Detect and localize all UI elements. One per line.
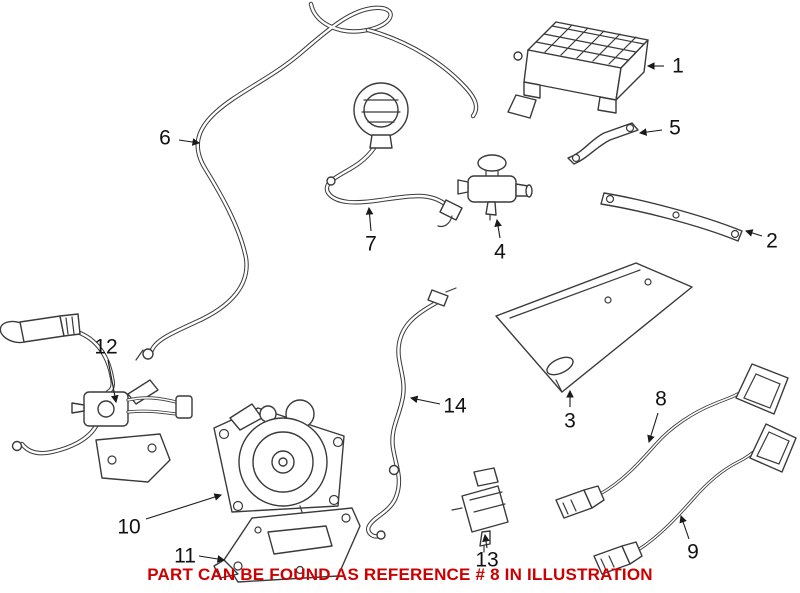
part-5-bracket (567, 122, 639, 165)
callout-10: 10 (117, 515, 141, 539)
callout-9: 9 (687, 540, 699, 564)
part-7-pump-hose (324, 82, 463, 228)
callout-5: 5 (669, 116, 681, 140)
reference-banner: PART CAN BE FOUND AS REFERENCE # 8 IN IL… (147, 565, 653, 584)
callout-8: 8 (655, 387, 667, 411)
part-9-oxygen-sensor (593, 423, 797, 575)
callout-13: 13 (475, 548, 499, 572)
part-11-mounting-plate (213, 507, 361, 583)
part-8-oxygen-sensor (555, 363, 789, 519)
callout-11: 11 (174, 544, 196, 568)
part-4-purge-valve (457, 154, 533, 221)
callout-12: 12 (94, 335, 118, 359)
part-3-heat-shield (495, 262, 693, 393)
callout-3: 3 (564, 409, 576, 433)
part-13-valve (451, 467, 509, 553)
callout-4: 4 (494, 240, 506, 264)
part-2-bracket (600, 192, 743, 242)
callout-6: 6 (159, 126, 171, 150)
leader-lines (107, 62, 763, 563)
part-10-pump-assembly (213, 399, 345, 519)
callout-7: 7 (365, 232, 377, 256)
callout-2: 2 (766, 229, 778, 253)
callout-1: 1 (672, 54, 684, 78)
callout-14: 14 (443, 394, 467, 418)
part-12-valve-assembly (0, 313, 193, 483)
part-1-evap-canister (507, 21, 649, 119)
part-6-vent-tube (135, 1, 479, 361)
part-14-hose (366, 287, 457, 540)
